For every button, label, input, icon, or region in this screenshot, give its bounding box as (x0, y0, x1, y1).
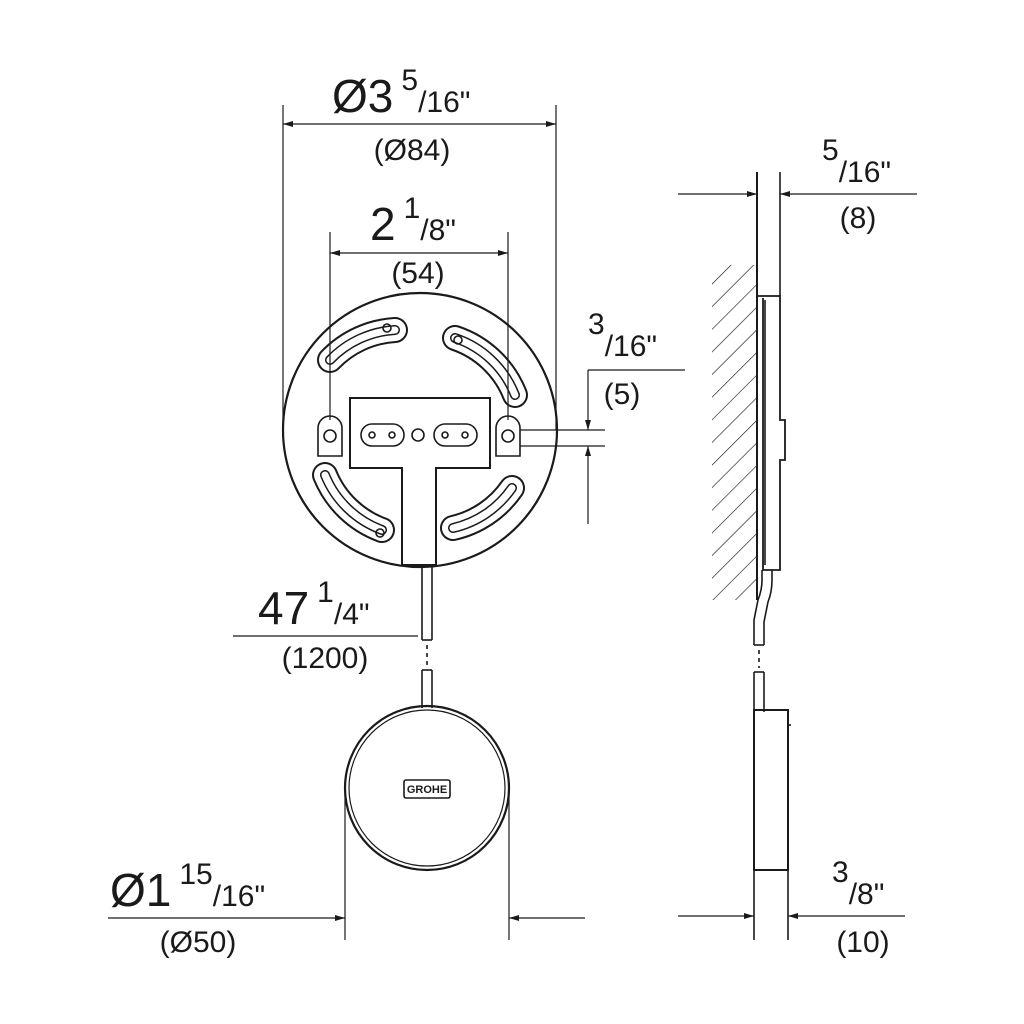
dim-outer-diameter-metric: (Ø84) (374, 134, 451, 167)
wall-hatch (712, 265, 757, 600)
dim-button-thickness-metric: (10) (836, 926, 889, 959)
side-view (712, 172, 791, 940)
dim-outer-diameter (282, 105, 557, 430)
mounting-plate-front (281, 291, 559, 569)
dim-button-diameter (108, 790, 585, 940)
connector-contacts (360, 423, 478, 447)
keyhole-right (495, 415, 521, 457)
grohe-logo (403, 779, 451, 799)
dim-offset-metric: (5) (604, 378, 641, 411)
slot-lower-right (440, 475, 525, 541)
logo-text: GROHE (407, 784, 447, 796)
dim-offset (520, 369, 685, 524)
slot-upper-left (317, 317, 408, 373)
central-housing (349, 397, 491, 566)
dim-plate-thickness-metric: (8) (840, 202, 877, 235)
cable-front (421, 565, 433, 708)
dim-cable-length-metric: (1200) (282, 642, 369, 675)
slot-upper-right (442, 325, 528, 408)
dim-offset-imperial: 3/16" (588, 308, 657, 363)
dim-button-thickness-imperial: 3/8" (832, 856, 884, 911)
dim-plate-thickness-imperial: 5/16" (822, 134, 891, 189)
slot-lower-left (312, 462, 395, 543)
plate-profile (757, 295, 786, 571)
dim-hole-spacing-metric: (54) (391, 257, 444, 290)
dim-button-diameter-metric: (Ø50) (160, 926, 237, 959)
button-side (753, 709, 789, 871)
cable-side (753, 570, 773, 645)
dim-hole-spacing (329, 232, 509, 420)
keyhole-left (317, 415, 343, 457)
button-front (343, 704, 511, 872)
